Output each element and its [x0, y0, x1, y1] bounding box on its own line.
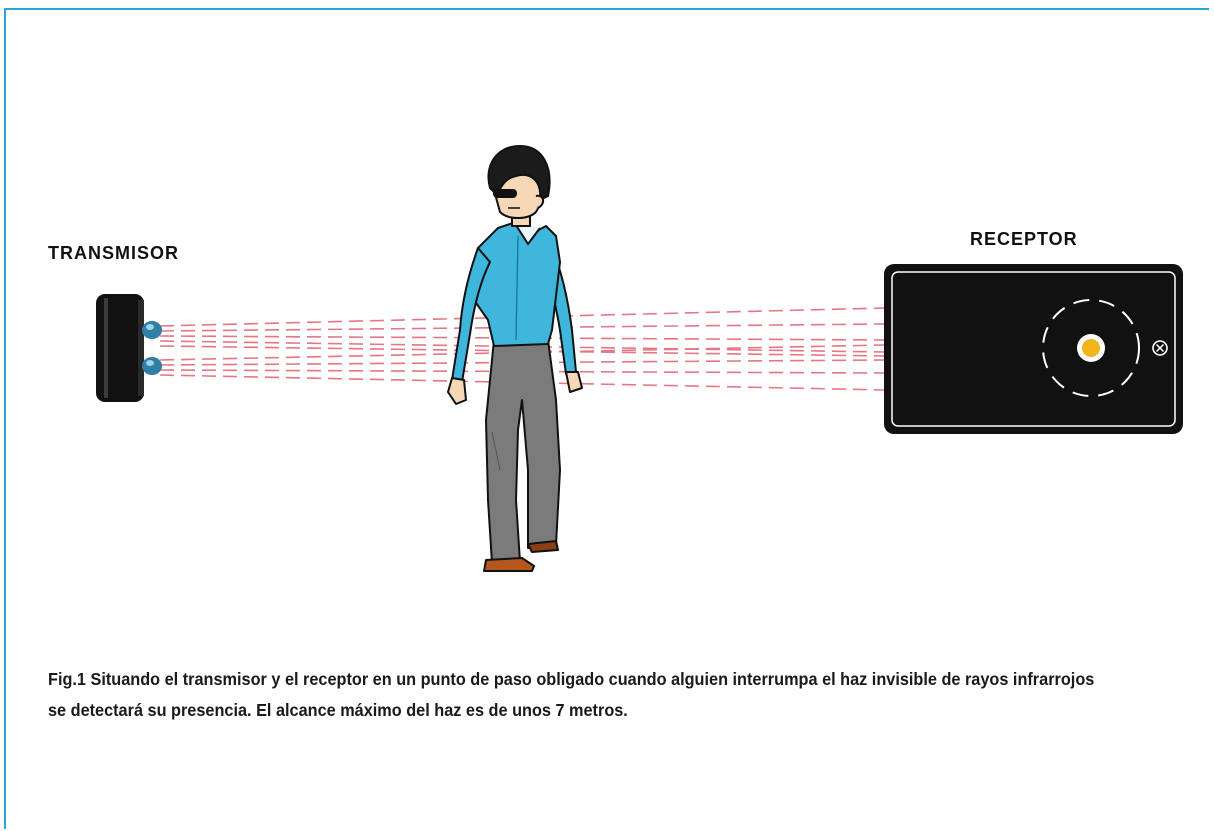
- transmitter-label: TRANSMISOR: [48, 243, 179, 263]
- figure-caption: Fig.1 Situando el transmisor y el recept…: [48, 669, 1095, 720]
- walking-person: [447, 145, 583, 572]
- figure-frame: [4, 8, 1209, 829]
- illustration: [96, 145, 1183, 572]
- transmitter-device: [96, 294, 162, 402]
- receiver-device: [884, 264, 1183, 434]
- receiver-label: RECEPTOR: [970, 229, 1078, 249]
